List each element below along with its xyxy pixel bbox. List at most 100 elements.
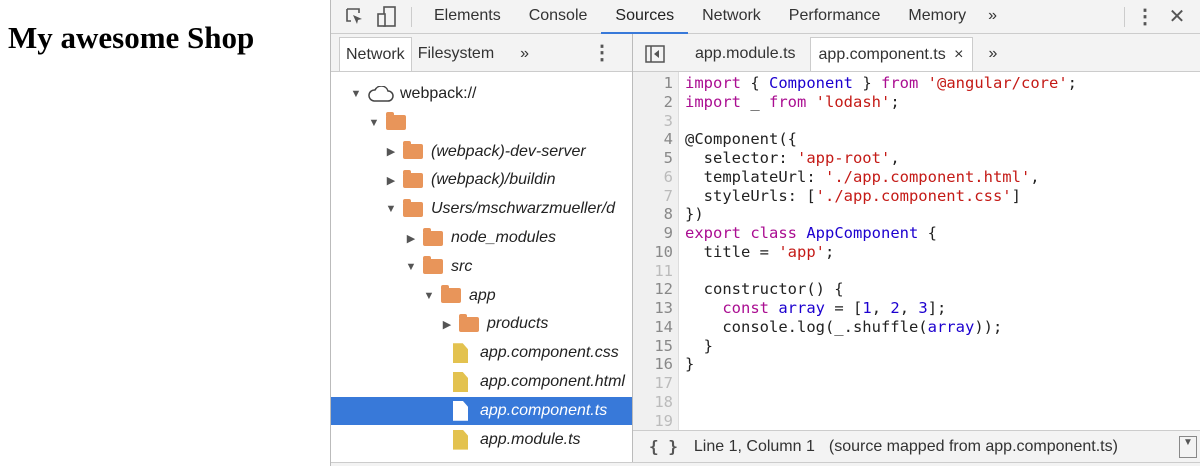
tree-item-label: app.component.css [480, 344, 619, 362]
tree-item[interactable]: ▼ [331, 109, 632, 137]
line-number: 5 [663, 149, 673, 167]
tree-item-label: src [451, 257, 473, 275]
inspect-element-icon[interactable] [343, 5, 367, 29]
code-line: 18 [633, 393, 1200, 412]
source-map-info[interactable]: (source mapped from app.component.ts) [828, 437, 1118, 455]
kebab-menu-icon[interactable]: ⋮ [1135, 6, 1155, 28]
collapsed-arrow-icon[interactable]: ▶ [406, 232, 416, 245]
code-line: 10 title = 'app'; [633, 243, 1200, 262]
more-panels-button[interactable]: » [988, 6, 998, 24]
folder-icon [423, 256, 443, 275]
line-number: 13 [654, 299, 673, 317]
tab-network[interactable]: Network [702, 6, 761, 24]
expanded-arrow-icon[interactable]: ▼ [368, 116, 380, 129]
code-line: 6 templateUrl: './app.component.html', [633, 168, 1200, 187]
expanded-arrow-icon[interactable]: ▼ [385, 203, 397, 216]
cursor-position: Line 1, Column 1 [693, 437, 815, 455]
line-number: 2 [663, 92, 673, 111]
line-number: 11 [654, 261, 673, 280]
line-number: 8 [663, 205, 673, 224]
editor-tab-app-component[interactable]: app.component.ts × [809, 37, 973, 71]
editor-tabs: app.module.ts app.component.ts × » [633, 34, 1200, 72]
close-devtools-icon[interactable]: ✕ [1168, 6, 1186, 28]
tab-elements[interactable]: Elements [434, 6, 501, 24]
folder-icon [403, 141, 423, 160]
tree-item-label: app.component.ts [480, 401, 608, 419]
tree-item[interactable]: app.component.html [331, 368, 632, 396]
tree-item[interactable]: app.module.ts [331, 426, 632, 454]
file-icon [453, 372, 468, 392]
tree-item-label: app.component.html [480, 373, 625, 390]
line-number: 10 [654, 242, 673, 261]
more-tabs-button[interactable]: » [520, 45, 530, 62]
folder-icon [441, 285, 461, 304]
tree-item[interactable]: ▶ products [331, 310, 632, 338]
line-number: 14 [654, 317, 673, 336]
code-line: 11 [633, 262, 1200, 281]
more-editor-tabs-button[interactable]: » [988, 45, 998, 62]
navigator-menu-icon[interactable]: ⋮ [592, 42, 612, 64]
tree-item-label: app.module.ts [480, 430, 581, 448]
code-line: 7 styleUrls: ['./app.component.css'] [633, 187, 1200, 206]
code-line: 3 [633, 112, 1200, 131]
folder-icon [459, 313, 479, 332]
tree-item-label: webpack:// [400, 85, 477, 102]
devtools-toolbar: Elements Console Sources Network Performance… [331, 0, 1200, 34]
code-line: 13 const array = [1, 2, 3]; [633, 299, 1200, 318]
code-line: 4@Component({ [633, 130, 1200, 149]
tree-item[interactable]: ▼ app [331, 282, 632, 310]
tree-item[interactable]: app.component.ts [331, 396, 632, 425]
cloud-icon [368, 86, 394, 102]
line-number: 12 [654, 280, 673, 299]
tree-item[interactable]: ▼ webpack:// [331, 80, 632, 108]
file-icon [453, 429, 468, 450]
tree-item[interactable]: ▶ (webpack)/buildin [331, 166, 632, 194]
expanded-arrow-icon[interactable]: ▼ [423, 289, 435, 302]
tab-filesystem[interactable]: Filesystem [417, 45, 495, 62]
expanded-arrow-icon[interactable]: ▼ [405, 260, 417, 273]
line-number: 6 [663, 167, 673, 186]
tree-item[interactable]: app.component.css [331, 339, 632, 367]
line-gutter [633, 72, 679, 430]
folder-icon [386, 112, 406, 131]
status-bar: { } Line 1, Column 1 (source mapped from… [633, 430, 1200, 462]
tree-item[interactable]: ▶ (webpack)-dev-server [331, 138, 632, 166]
close-tab-icon[interactable]: × [954, 46, 964, 63]
navigator-pane: Network Filesystem » ⋮ ▼ webpack:// ▼ ▶ (web… [331, 34, 633, 466]
folder-icon [403, 198, 423, 217]
collapsed-arrow-icon[interactable]: ▶ [442, 318, 452, 331]
code-line: 15 } [633, 337, 1200, 356]
code-line: 8}) [633, 205, 1200, 224]
collapsed-arrow-icon[interactable]: ▶ [386, 146, 396, 159]
tree-item[interactable]: ▼Users/mschwarzmueller/d [331, 195, 632, 223]
tab-network[interactable]: Network [339, 37, 412, 71]
tab-console[interactable]: Console [528, 6, 588, 24]
tab-memory[interactable]: Memory [908, 6, 967, 24]
tree-item-label: (webpack)/buildin [431, 171, 556, 189]
line-number: 1 [663, 74, 673, 92]
toggle-debugger-icon[interactable]: ▼ [1179, 435, 1197, 458]
line-number: 9 [663, 224, 673, 242]
tree-item[interactable]: ▶ node_modules [331, 224, 632, 252]
pretty-print-button[interactable]: { } [649, 437, 678, 456]
toggle-navigator-icon[interactable] [633, 37, 677, 71]
tree-item-label: app [469, 286, 496, 304]
page-title: My awesome Shop [8, 20, 255, 55]
device-toolbar-icon[interactable] [375, 5, 399, 29]
tree-item[interactable]: ▼ src [331, 253, 632, 281]
tree-item-label: (webpack)-dev-server [431, 142, 586, 160]
tree-item-label: node_modules [451, 229, 556, 246]
drawer-divider [331, 462, 1200, 466]
editor-tab-app-module[interactable]: app.module.ts [695, 45, 796, 62]
tab-sources[interactable]: Sources [601, 0, 689, 34]
expanded-arrow-icon[interactable]: ▼ [350, 88, 362, 100]
tree-item-label: products [487, 315, 549, 333]
code-line: 17 [633, 374, 1200, 393]
line-number: 19 [654, 411, 673, 430]
collapsed-arrow-icon[interactable]: ▶ [386, 174, 396, 187]
tab-performance[interactable]: Performance [788, 6, 881, 24]
